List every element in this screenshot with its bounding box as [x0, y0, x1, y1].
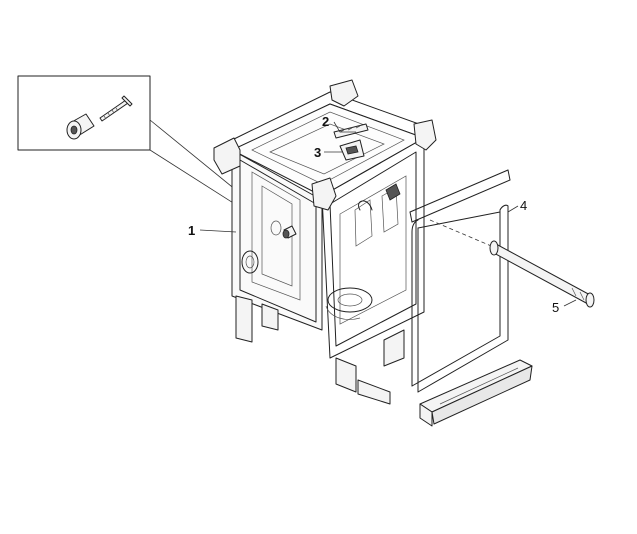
leader-1 — [199, 229, 237, 233]
callout-5: 5 — [552, 300, 559, 315]
tub-assembly — [213, 79, 437, 405]
leader-4 — [507, 205, 519, 213]
part-5-tube — [429, 219, 595, 308]
screw-icon — [99, 95, 133, 122]
leader-2 — [333, 121, 356, 133]
callout-2: 2 — [322, 114, 329, 129]
bottom-trim — [419, 359, 533, 427]
callout-1: 1 — [188, 223, 195, 238]
detail-inset — [17, 75, 151, 151]
leader-5 — [563, 299, 577, 307]
callout-4: 4 — [520, 198, 527, 213]
callout-3: 3 — [314, 145, 321, 160]
part-1-screw — [282, 225, 297, 239]
part-4-seal — [409, 169, 511, 393]
part-2-3-hardware — [333, 123, 369, 161]
bushing-icon — [66, 113, 95, 140]
